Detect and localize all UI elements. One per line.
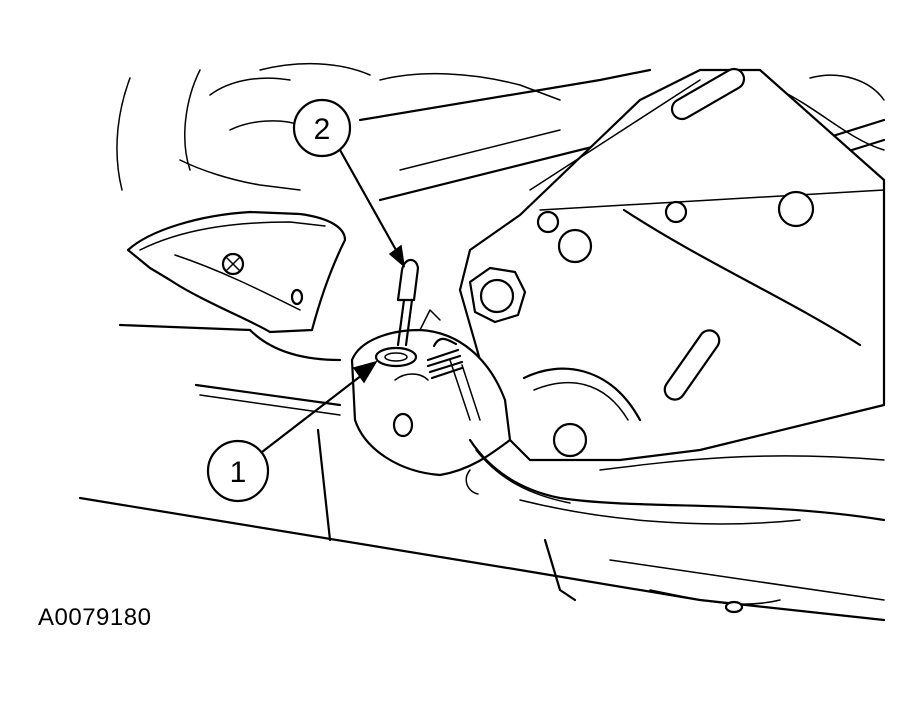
figure-id-label: A0079180 xyxy=(38,604,152,631)
brake-bracket-plate xyxy=(458,67,886,462)
return-spring xyxy=(426,337,464,380)
cable-clip xyxy=(374,258,420,368)
callout-1-arrowhead xyxy=(352,360,378,384)
callout-1-number: 1 xyxy=(230,456,247,489)
brake-pedal xyxy=(126,210,347,362)
callout-2-circle xyxy=(292,98,352,158)
callout-2: 2 xyxy=(292,98,406,268)
mounting-bolt xyxy=(468,266,527,324)
callout-2-arrowhead xyxy=(388,244,406,268)
callout-2-number: 2 xyxy=(314,113,331,146)
callout-1-circle xyxy=(206,439,270,503)
callout-1: 1 xyxy=(206,360,378,503)
